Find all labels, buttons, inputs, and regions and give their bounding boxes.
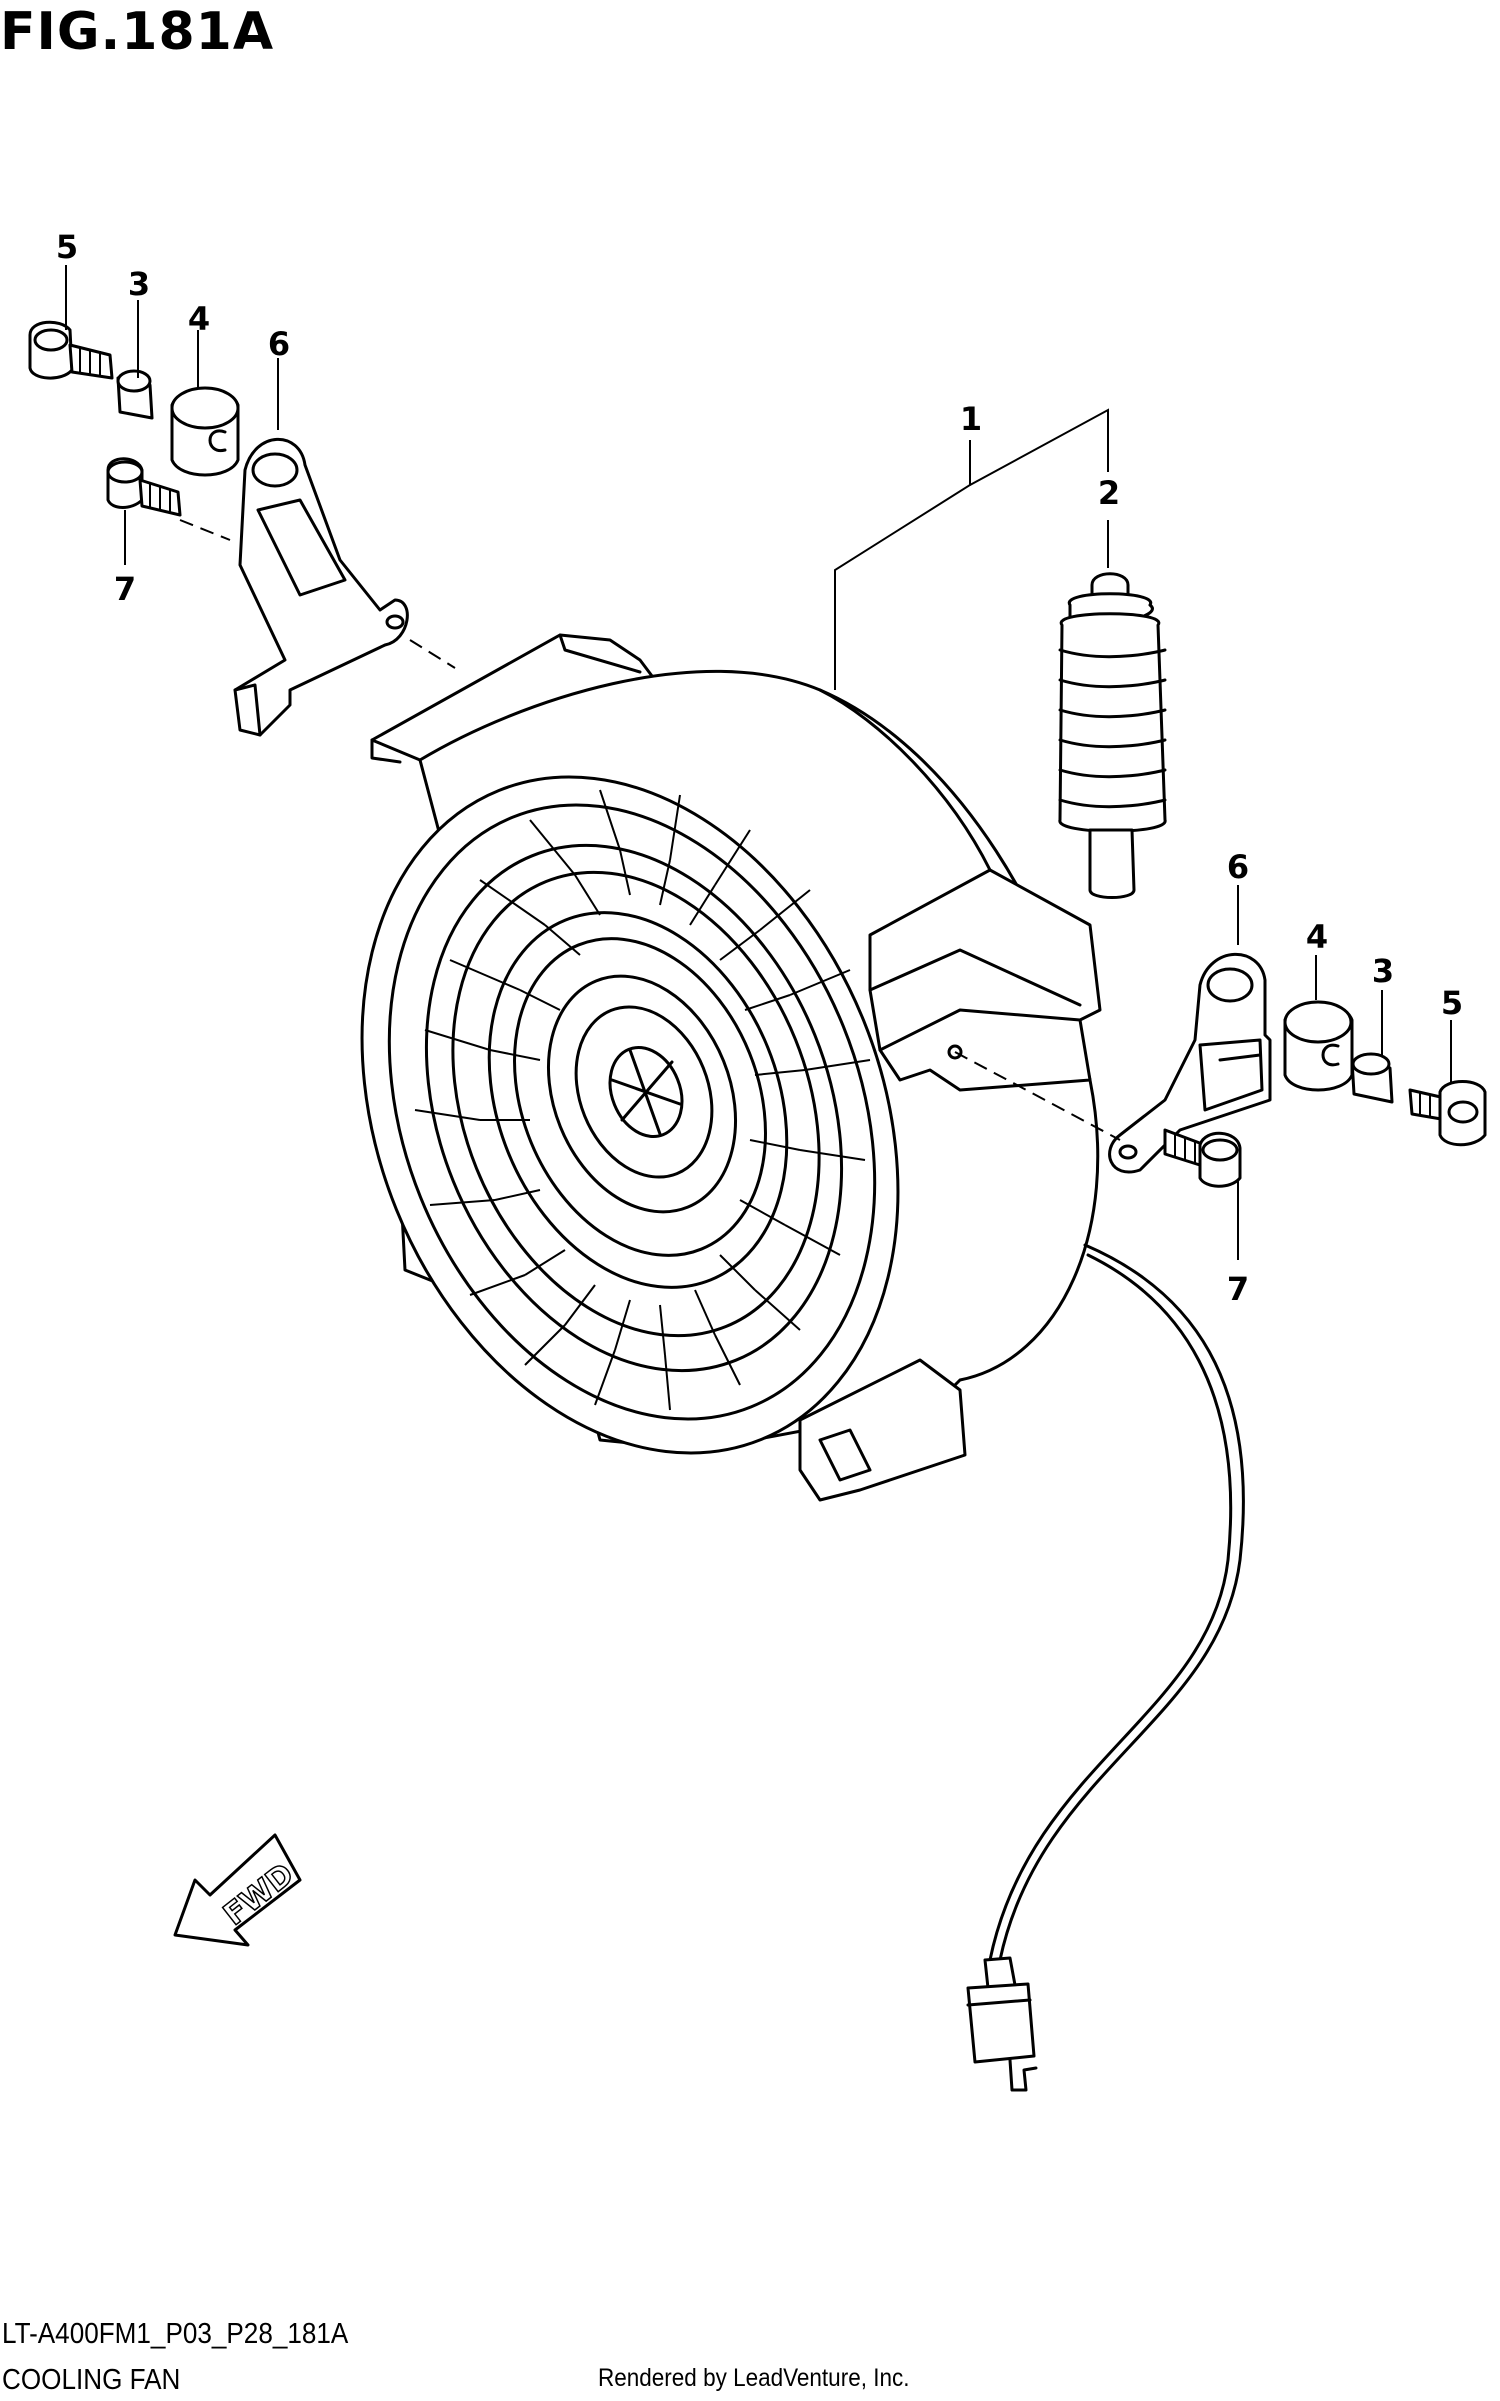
part-6-bracket-left[interactable] xyxy=(233,437,409,737)
fwd-arrow-icon: FWD xyxy=(173,1833,302,1947)
footer-credit: Rendered by LeadVenture, Inc. xyxy=(598,2364,910,2392)
fan-connector-sleeve xyxy=(983,1956,1017,1990)
leader-lines xyxy=(65,265,1452,1260)
assembly-line-left-bracket xyxy=(409,639,456,669)
fan-grille-ribs xyxy=(414,789,871,1411)
callout-1: 1 xyxy=(960,400,982,438)
boot-bellows xyxy=(1058,612,1167,833)
footer-section-name: COOLING FAN xyxy=(2,2364,181,2396)
part-2-boot[interactable] xyxy=(1058,572,1167,899)
part-5-bolt-right[interactable] xyxy=(1408,1080,1487,1147)
part-7-bolt-right[interactable] xyxy=(1163,1128,1242,1188)
footer-model-code: LT-A400FM1_P03_P28_181A xyxy=(2,2318,349,2350)
fan-motor-block xyxy=(868,868,1102,1092)
part-7-bolt-left[interactable] xyxy=(106,457,182,517)
callout-3-right: 3 xyxy=(1372,952,1394,990)
callout-6-right: 6 xyxy=(1227,848,1249,886)
callout-7-right: 7 xyxy=(1227,1270,1249,1308)
callout-4-left: 4 xyxy=(188,300,210,338)
callout-2: 2 xyxy=(1098,474,1120,512)
figure-title: FIG.181A xyxy=(0,2,275,62)
boot-stem xyxy=(1088,828,1136,899)
fan-lower-lug xyxy=(798,1358,967,1502)
part-4-grommet-right[interactable] xyxy=(1283,1000,1354,1092)
callout-3-left: 3 xyxy=(128,265,150,303)
part-6-bracket-right[interactable] xyxy=(1108,952,1272,1174)
fan-grille-ring-2 xyxy=(424,843,844,1373)
callout-4-right: 4 xyxy=(1306,918,1328,956)
fan-hub-spokes xyxy=(610,1048,682,1136)
assembly-line-left-bolt xyxy=(179,519,231,541)
fan-connector-terminal xyxy=(1008,2058,1038,2092)
fan-top-bracket-lip xyxy=(370,738,402,764)
part-4-grommet-left[interactable] xyxy=(170,386,240,477)
part-3-collar-left[interactable] xyxy=(116,369,154,420)
callout-6-left: 6 xyxy=(268,325,290,363)
assembly-line-right-bracket xyxy=(954,1051,1121,1141)
fan-grille-ring-3 xyxy=(487,911,789,1289)
part-3-collar-right[interactable] xyxy=(1350,1052,1394,1104)
callout-5-left: 5 xyxy=(56,228,78,266)
fan-grille-ring-4 xyxy=(546,974,738,1214)
callout-7-left: 7 xyxy=(114,570,136,608)
part-5-bolt-left[interactable] xyxy=(28,320,114,380)
callout-5-right: 5 xyxy=(1441,984,1463,1022)
fan-connector xyxy=(966,1982,1036,2064)
cooling-fan-assembly[interactable] xyxy=(265,633,1245,2092)
fan-wire xyxy=(998,1243,1245,1962)
